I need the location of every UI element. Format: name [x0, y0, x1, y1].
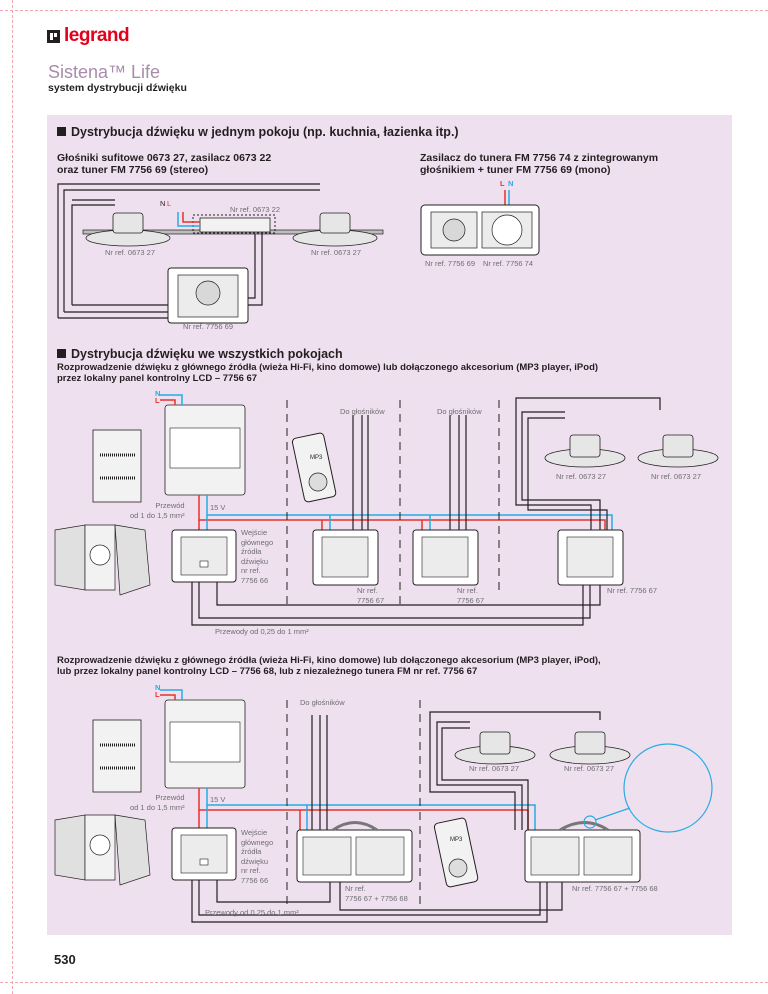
speaker-grille-icon: [491, 214, 523, 246]
legrand-logo-icon: [47, 29, 60, 43]
label-l: L: [155, 690, 160, 699]
label-tuner-ref: Nr ref. 7756 69: [183, 322, 234, 331]
label-panel-ref: Nr ref. 7756 67: [457, 586, 485, 605]
s2d2-speaker-wires: [311, 711, 601, 830]
ceiling-speaker-icon: [544, 434, 719, 468]
label-speaker-ref: Nr ref. 0673 27: [651, 472, 702, 481]
speaker-icon: [85, 212, 378, 247]
label-panel-ref: Nr ref. 7756 67: [357, 586, 385, 605]
zoom-callout-icon: [583, 743, 713, 833]
trim-line-left: [12, 0, 13, 994]
distribution-box-icon: [92, 719, 142, 793]
label-speaker-right-ref: Nr ref. 0673 27: [311, 248, 362, 257]
label-n: N: [155, 389, 161, 398]
tuner-icon: [167, 267, 249, 324]
product-subtitle: system dystrybucji dźwięku: [48, 82, 187, 94]
page-number: 530: [54, 952, 76, 967]
label-power-supply-ref: Nr ref. 0673 22: [230, 205, 281, 214]
s1-left-wires: [57, 183, 320, 319]
ceiling-speaker-icon: [454, 731, 631, 765]
tuner-knob-icon: [442, 218, 466, 242]
label-power-cable: Przewód od 1 do 1,5 mm²: [130, 793, 185, 812]
diagram1-title: Rozprowadzenie dźwięku z głównego źródła…: [57, 362, 599, 384]
label-panel-ref: Nr ref. 7756 67: [607, 586, 658, 595]
s2d1-bus-wires: [191, 582, 601, 626]
hifi-system-icon: [54, 814, 151, 886]
s2d1-dividers: [286, 400, 500, 610]
diagram2-title: Rozprowadzenie dźwięku z głównego źródła…: [57, 655, 601, 677]
power-module-icon: [160, 689, 246, 789]
hifi-system-icon: [54, 524, 151, 596]
input-module-icon: [171, 529, 237, 583]
label-panel-ref: Nr ref. 7756 67 + 7756 68: [345, 884, 408, 903]
label-l: L: [167, 199, 172, 208]
s1-right-device: [420, 190, 540, 256]
s2d2-dividers: [286, 700, 421, 905]
label-to-speakers: Do głośników: [340, 407, 385, 416]
label-panel-ref: Nr ref. 7756 67 + 7756 68: [572, 884, 658, 893]
section1-right-title: Zasilacz do tunera FM 7756 74 z zintegro…: [420, 152, 659, 176]
logo-text: legrand: [64, 25, 130, 46]
distribution-box-icon: [92, 429, 142, 503]
label-l: L: [500, 179, 505, 188]
trim-line-top: [0, 10, 768, 11]
label-main-input-ref: Wejście głównego źródła dźwięku nr ref. …: [241, 528, 274, 585]
s2d1-speaker-wires: [352, 397, 661, 530]
product-title: Sistena™ Life: [48, 62, 161, 82]
s2d2-bus-wires: [191, 880, 563, 923]
mp3-player-icon: [433, 817, 479, 888]
power-module-icon: [160, 394, 246, 496]
section2-heading: Dystrybucja dźwięku we wszystkich pokoja…: [57, 347, 343, 361]
power-supply-icon: [177, 212, 276, 234]
legrand-logo: legrand: [47, 25, 130, 47]
mp3-player-icon: [291, 432, 337, 503]
label-power-cable: Przewód od 1 do 1,5 mm²: [130, 501, 185, 520]
label-main-input-ref: Wejście głównego źródła dźwięku nr ref. …: [241, 828, 274, 885]
label-n: N: [155, 683, 161, 692]
label-speaker-left-ref: Nr ref. 0673 27: [105, 248, 156, 257]
label-voltage: 15 V: [210, 795, 226, 804]
label-speaker-ref: Nr ref. 0673 27: [469, 764, 520, 773]
label-to-speakers: Do głośników: [300, 698, 345, 707]
ribbon-cable-icon: [332, 821, 609, 832]
label-speaker-ref: Nr ref. 0673 27: [556, 472, 607, 481]
label-speaker-ref: Nr ref. 7756 74: [483, 259, 534, 268]
label-n: N: [160, 199, 166, 208]
label-signal-cable: Przewody od 0,25 do 1 mm²: [215, 627, 309, 636]
s2d1-power-bus: [198, 495, 613, 535]
label-to-speakers: Do głośników: [437, 407, 482, 416]
label-signal-cable: Przewody od 0,25 do 1 mm²: [205, 908, 299, 917]
mp3-label: MP3: [310, 455, 323, 461]
content-panel: [47, 115, 732, 935]
mp3-label: MP3: [450, 837, 463, 843]
label-n: N: [508, 179, 514, 188]
label-tuner-ref: Nr ref. 7756 69: [425, 259, 476, 268]
section1-left-title: Głośniki sufitowe 0673 27, zasilacz 0673…: [57, 152, 272, 176]
section1-heading: Dystrybucja dźwięku w jednym pokoju (np.…: [57, 125, 459, 139]
label-speaker-ref: Nr ref. 0673 27: [564, 764, 615, 773]
trim-line-bottom: [0, 982, 768, 983]
input-module-icon: [171, 827, 237, 881]
label-voltage: 15 V: [210, 503, 226, 512]
label-l: L: [155, 396, 160, 405]
